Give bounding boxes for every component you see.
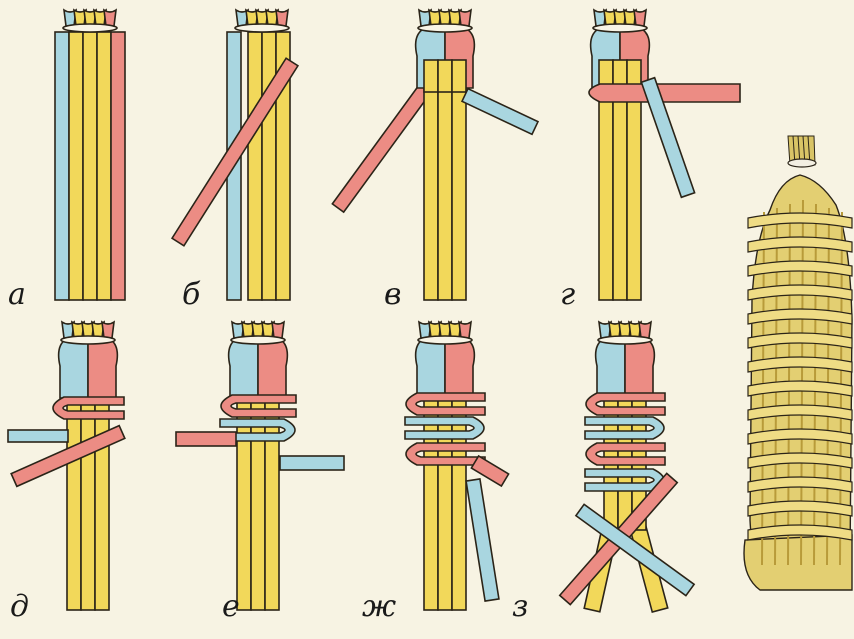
panel-label-d: д (10, 592, 29, 622)
panel-label-a: а (8, 280, 26, 310)
panel-label-b: б (182, 280, 200, 310)
panel-g-drawing (589, 10, 740, 300)
panel-zh-drawing (405, 322, 509, 610)
panel-label-z: з (512, 592, 528, 622)
panel-v-drawing (332, 10, 538, 300)
panel-e-drawing (176, 322, 344, 610)
panel-label-zh: ж (362, 592, 396, 622)
panel-label-g: г (560, 280, 575, 310)
panel-label-v: в (384, 280, 401, 310)
panel-b-drawing (172, 10, 298, 300)
panel-d-drawing (8, 322, 125, 610)
panel-a-drawing (55, 10, 125, 300)
panel-z-drawing (560, 322, 694, 612)
panel-label-e: е (222, 592, 240, 622)
braided-straw-bundle-icon (744, 136, 852, 590)
